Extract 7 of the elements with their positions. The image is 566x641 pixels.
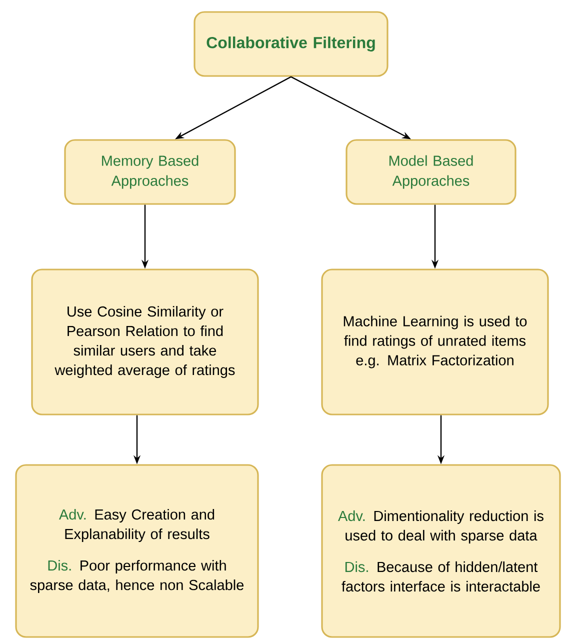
text-box: Machine Learning is used to find ratings of unrated items e.g. Matrix Factorization xyxy=(321,268,549,416)
title-box: Collaborative Filtering xyxy=(194,11,388,77)
text-box: Use Cosine Similarity or Pearson Relation to find similar users and take weighted average of ratings xyxy=(31,268,259,416)
text-box: Adv. Dimentionality reduction is used to deal with sparse data Dis. Because of hidden/latent factors interface is interactable xyxy=(321,464,561,638)
category-box: Model Based Apporaches xyxy=(346,139,516,205)
category-box: Memory Based Approaches xyxy=(64,139,236,205)
text-box: Adv. Easy Creation and Explanability of results Dis. Poor performance with sparse data, hence non Scalable xyxy=(15,464,259,638)
